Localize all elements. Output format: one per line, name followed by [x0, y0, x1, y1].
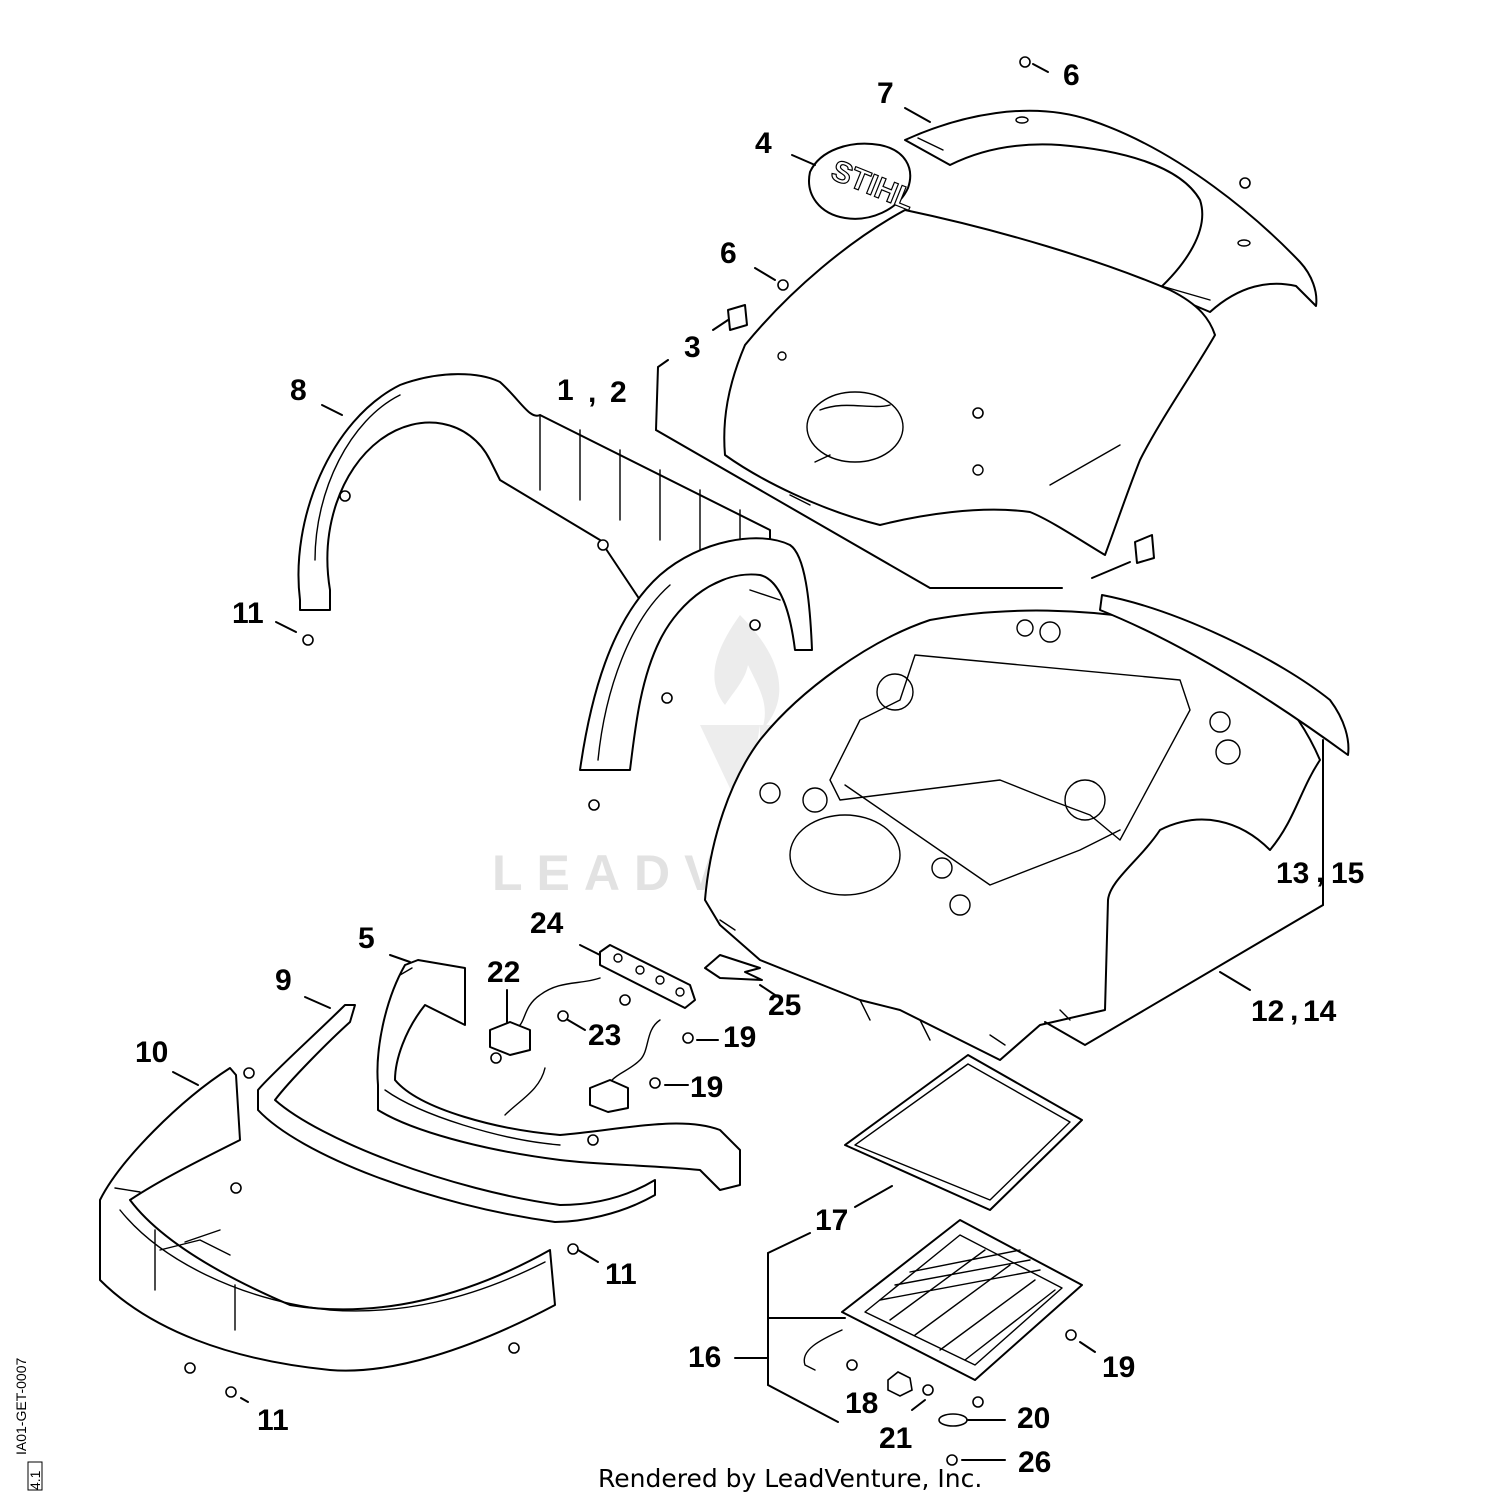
callout-25: 25	[768, 989, 801, 1022]
diagram-code-text: IA01-GET-0007	[13, 1358, 29, 1455]
callout-22: 22	[487, 956, 520, 989]
callouts: 6 7 4 6 3 1 , 2 8 11 13 , 15 12 , 14 24 …	[135, 59, 1364, 1479]
callout-18: 18	[845, 1387, 878, 1420]
leader-lines	[172, 63, 1324, 1461]
part-1-2-hood	[723, 209, 1216, 556]
callout-19-harness: 19	[690, 1071, 723, 1104]
callout-comma-12-14: ,	[1290, 994, 1298, 1027]
part-8-fender-structure	[297, 373, 813, 771]
callout-2: 2	[610, 376, 627, 409]
callout-11-fender: 11	[232, 597, 264, 630]
callout-1: 1	[557, 374, 574, 407]
callout-11-bottom: 11	[257, 1404, 289, 1437]
part-13-15-trim	[1099, 594, 1350, 756]
part-12-14-main-body	[704, 609, 1321, 1061]
callout-17: 17	[815, 1204, 848, 1237]
callout-26: 26	[1018, 1446, 1051, 1479]
callout-8: 8	[290, 374, 307, 407]
part-5-headlight-frame	[376, 959, 741, 1191]
callout-13: 13	[1276, 857, 1309, 890]
part-7-top-cowl	[904, 109, 1318, 313]
callout-10: 10	[135, 1036, 168, 1069]
callout-15: 15	[1331, 857, 1364, 890]
callout-24: 24	[530, 907, 564, 940]
part-24-light-bracket	[599, 944, 696, 1009]
part-10-front-bumper	[99, 1067, 556, 1372]
callout-14: 14	[1303, 995, 1337, 1028]
part-25-gasket	[704, 954, 763, 981]
callout-19-bracket: 19	[723, 1021, 756, 1054]
callout-19-panel: 19	[1102, 1351, 1135, 1384]
callout-4: 4	[755, 127, 772, 160]
callout-21: 21	[879, 1422, 912, 1455]
callout-3: 3	[684, 331, 701, 364]
callout-23: 23	[588, 1019, 621, 1052]
callout-20: 20	[1017, 1402, 1050, 1435]
part-4-logo-badge: STIHL	[808, 142, 920, 220]
callout-comma-13-15: ,	[1316, 856, 1324, 889]
footer-rendered-by: Rendered by LeadVenture, Inc.	[598, 1464, 982, 1493]
part-3-labels	[727, 304, 1155, 564]
callout-16: 16	[688, 1341, 721, 1374]
part-16-control-panel	[803, 1219, 1083, 1381]
part-22-headlights	[489, 977, 661, 1116]
fasteners	[184, 56, 1251, 1466]
callout-9: 9	[275, 964, 292, 997]
diagram-code-sub: 4.1	[27, 1470, 43, 1490]
callout-6-top: 6	[1063, 59, 1080, 92]
callout-7: 7	[877, 77, 894, 110]
callout-comma-1-2: ,	[588, 376, 596, 409]
part-9-grille-strip	[257, 1004, 656, 1223]
callout-6-hood: 6	[720, 237, 737, 270]
diagram-code: IA01-GET-0007 4.1	[13, 1358, 43, 1491]
callout-12: 12	[1251, 995, 1284, 1028]
callout-11-bumper: 11	[605, 1258, 637, 1291]
callout-5: 5	[358, 922, 375, 955]
part-17-seal-frame	[844, 1054, 1083, 1211]
